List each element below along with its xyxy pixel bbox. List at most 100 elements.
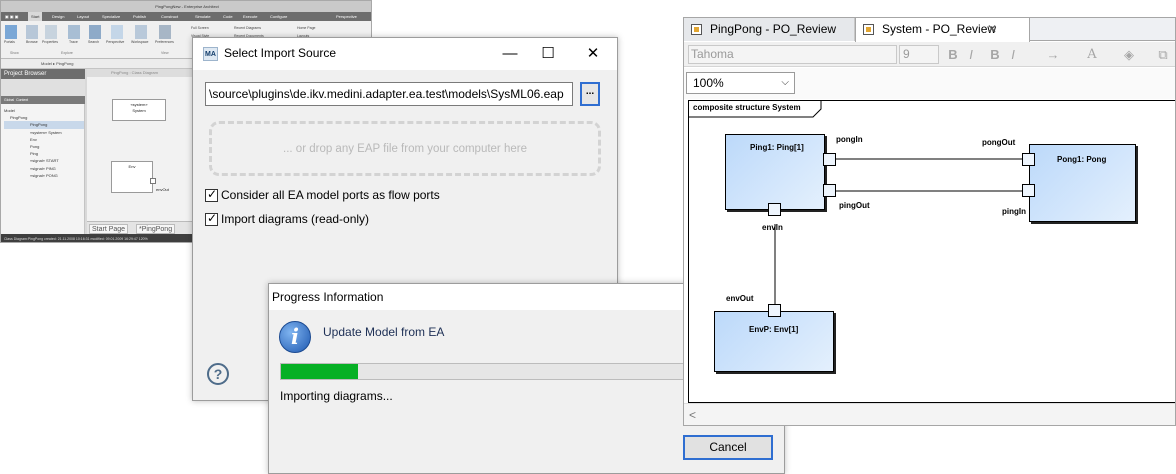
font-family-select[interactable]: Tahoma [688, 45, 897, 64]
ea-group-show: Show [10, 51, 19, 55]
part-envp[interactable] [714, 311, 834, 372]
ea-env-block[interactable]: Env [111, 161, 153, 193]
ea-browser-subtabs[interactable]: Global Context [1, 96, 85, 104]
ea-visualstyle-label[interactable]: Visual Style [191, 34, 210, 38]
ea-tab-construct[interactable]: Construct [161, 14, 179, 19]
ea-ribbon-tabs: ▣ ▣ ▣ Start Design Layout Specialize Pub… [1, 12, 371, 21]
file-path-input[interactable]: \source\plugins\de.ikv.medini.adapter.ea… [205, 82, 573, 106]
ea-env-port [150, 178, 156, 184]
tree-item[interactable]: «system» System [30, 129, 62, 135]
part-pong1[interactable] [1029, 144, 1136, 222]
italic-alt-button[interactable]: I [1011, 47, 1015, 62]
cancel-button[interactable]: Cancel [683, 435, 773, 460]
ea-preferences-icon[interactable] [159, 25, 171, 39]
zoom-select[interactable]: 100% ⌵ [686, 72, 795, 94]
ea-workspace-label: Workspace [131, 40, 149, 44]
file-drop-zone[interactable]: ... or drop any EAP file from your compu… [209, 121, 601, 176]
ea-home-page-label[interactable]: Home Page [297, 26, 316, 30]
editor-tabbar: PingPong - PO_Review System - PO_Review … [684, 18, 1175, 42]
zoom-value: 100% [693, 76, 724, 90]
font-color-icon[interactable]: A [1087, 47, 1097, 62]
frame-label: composite structure System [693, 103, 801, 112]
help-icon[interactable]: ? [207, 363, 229, 385]
fill-color-icon[interactable]: ◈ [1124, 47, 1134, 62]
ea-recent-documents-label[interactable]: Recent Documents [234, 34, 264, 38]
ea-address-bar[interactable]: Model ▸ PingPong [1, 59, 371, 69]
progress-subtask: Importing diagrams... [280, 389, 393, 403]
bold-button[interactable]: B [948, 47, 958, 62]
port-pongin[interactable] [823, 153, 836, 166]
ea-project-browser-title: Project Browser [1, 69, 85, 79]
composite-structure-frame[interactable]: composite structure System Ping1: Ping[1… [688, 100, 1175, 403]
tree-item[interactable]: Env [30, 136, 37, 142]
tree-item[interactable]: «signal» PONG [30, 172, 58, 178]
font-size-select[interactable]: 9 [899, 45, 939, 64]
ea-tab-configure[interactable]: Configure [270, 14, 288, 19]
bold-alt-button[interactable]: B [990, 47, 1000, 62]
ea-tab-start[interactable]: Start [28, 12, 43, 21]
tree-item[interactable]: Pong [30, 143, 40, 149]
ea-tab-publish[interactable]: Publish [133, 14, 147, 19]
zoom-row: 100% ⌵ [684, 68, 1175, 99]
ea-tab-specialize[interactable]: Specialize [102, 14, 121, 19]
ea-system-block[interactable]: «system» System [112, 99, 166, 121]
diagram-icon [863, 24, 874, 35]
ea-portals-icon[interactable] [5, 25, 17, 39]
maximize-icon[interactable]: ☐ [541, 45, 555, 62]
diagram-icon [691, 24, 702, 35]
ea-fullscreen-label[interactable]: Full Screen [191, 26, 209, 30]
ea-properties-icon[interactable] [45, 25, 57, 39]
ea-subtab-global[interactable]: Global [4, 98, 15, 102]
tab-system-po-review[interactable]: System - PO_Review ✕ [855, 18, 1030, 42]
import-diagrams-label[interactable]: Import diagrams (read-only) [221, 212, 370, 226]
horizontal-scrollbar[interactable]: < [684, 403, 1175, 425]
tree-item[interactable]: «signal» PING [30, 165, 56, 171]
info-icon: i [279, 321, 311, 353]
line-style-icon[interactable]: → [1046, 47, 1060, 62]
flow-ports-checkbox[interactable] [205, 187, 218, 202]
ea-pingpong-tab[interactable]: *PingPong [136, 224, 176, 234]
port-pongout[interactable] [1022, 153, 1035, 166]
port-pingin[interactable] [1022, 184, 1035, 197]
ea-envout-label: envOut [156, 187, 169, 192]
tab-close-icon[interactable]: ✕ [987, 22, 998, 36]
ea-perspective-label: Perspective [106, 40, 125, 44]
import-diagrams-checkbox[interactable] [205, 211, 218, 226]
ea-trace-icon[interactable] [68, 25, 80, 39]
ea-workspace-icon[interactable] [135, 25, 147, 39]
ea-subtab-context[interactable]: Context [16, 98, 29, 102]
ea-search-icon[interactable] [89, 25, 101, 39]
ea-tab-simulate[interactable]: Simulate [195, 14, 211, 19]
progress-bar [280, 363, 685, 380]
tree-item[interactable]: Ping [30, 151, 39, 157]
ea-tab-code[interactable]: Code [223, 14, 233, 19]
ea-tab-design[interactable]: Design [52, 14, 65, 19]
ea-perspective-icon[interactable] [111, 25, 123, 39]
minimize-icon[interactable]: — [502, 45, 518, 62]
ea-browse-icon[interactable] [26, 25, 38, 39]
ea-tab-layout[interactable]: Layout [77, 14, 90, 19]
close-icon[interactable]: ✕ [586, 45, 600, 62]
port-pingout[interactable] [823, 184, 836, 197]
part-ping1-label: Ping1: Ping[1] [750, 143, 804, 152]
flow-ports-label[interactable]: Consider all EA model ports as flow port… [221, 188, 440, 202]
ea-perspective[interactable]: Perspective [336, 14, 357, 19]
port-envout[interactable] [768, 304, 781, 317]
tree-item-selected[interactable]: PingPong [4, 121, 84, 129]
tab-pingpong-po-review[interactable]: PingPong - PO_Review [684, 18, 855, 41]
ea-start-page-tab[interactable]: Start Page [89, 224, 129, 234]
tree-item[interactable]: PingPong [10, 115, 28, 121]
tree-item[interactable]: Model [4, 108, 15, 113]
ea-tab-execute[interactable]: Execute [243, 14, 258, 19]
port-envin[interactable] [768, 203, 781, 216]
ea-layouts-label[interactable]: Layouts [297, 34, 310, 38]
browse-button[interactable]: ... [580, 82, 600, 106]
italic-button[interactable]: I [969, 47, 973, 62]
scroll-left-icon[interactable]: < [689, 408, 697, 422]
medini-app-icon: MA [203, 47, 218, 61]
port-pongin-label: pongIn [836, 135, 863, 144]
frame-label-tab [689, 101, 822, 118]
tree-item[interactable]: «signal» START [30, 158, 59, 164]
arrange-icon[interactable]: ⧉ [1158, 47, 1168, 62]
ea-recent-diagrams-label[interactable]: Recent Diagrams [234, 26, 262, 30]
